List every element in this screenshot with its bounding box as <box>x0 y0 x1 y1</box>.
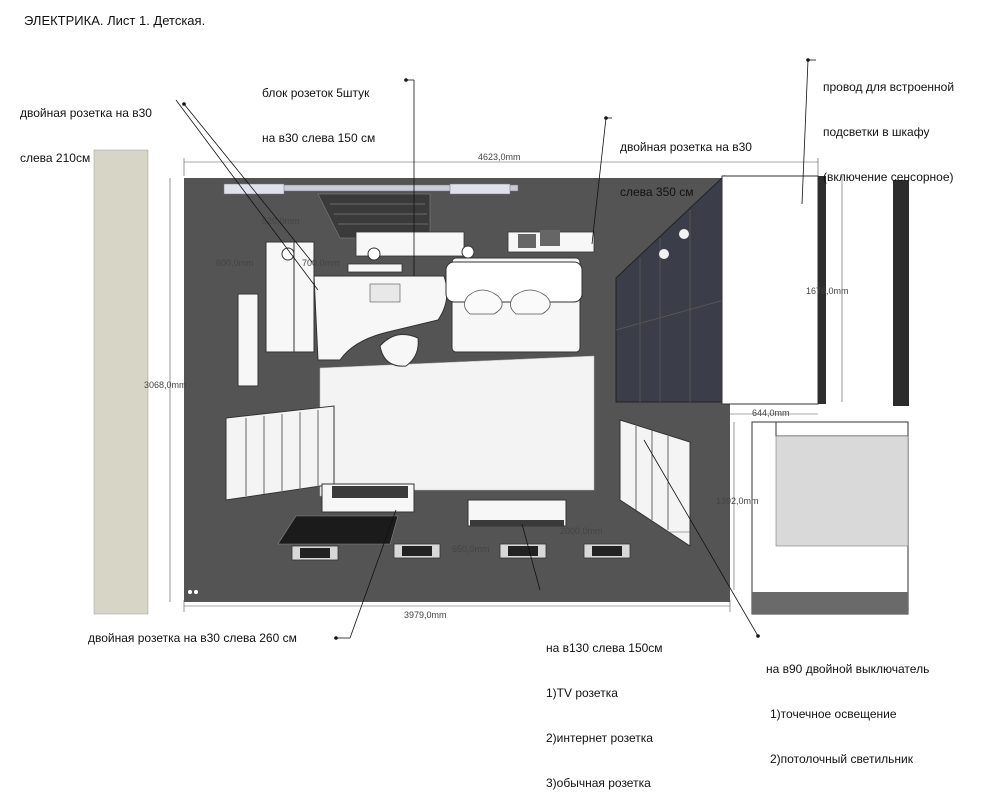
note-switch: на в90 двойной выключатель 1)точечное ос… <box>766 632 929 782</box>
dim-left: 3068,0mm <box>144 380 187 390</box>
note-line: на в130 слева 150см <box>546 641 663 655</box>
note-line: провод для встроенной <box>823 80 955 94</box>
note-line: подсветки в шкафу <box>823 125 930 139</box>
note-line: на в30 слева 150 см <box>262 131 376 145</box>
note-line: блок розеток 5штук <box>262 86 370 100</box>
note-line: 2)интернет розетка <box>546 731 653 745</box>
dim-tv-offset: 650,0mm <box>452 544 490 554</box>
note-line: 1)TV розетка <box>546 686 618 700</box>
right-wall-piece <box>893 180 909 406</box>
dim-shelf-a: 520,0mm <box>262 216 300 226</box>
chair <box>379 333 419 367</box>
note-tv-block: на в130 слева 150см 1)TV розетка 2)интер… <box>546 611 663 806</box>
note-line: 1)точечное освещение <box>770 707 897 721</box>
note-line: слева 210см <box>20 151 91 165</box>
note-line: 2)потолочный светильник <box>770 752 913 766</box>
note-line: слева 350 см <box>620 185 694 199</box>
note-line: 3)обычная розетка <box>546 776 651 790</box>
note-socket-block: блок розеток 5штук на в30 слева 150 см <box>262 56 375 161</box>
note-line: двойная розетка на в30 <box>620 140 752 154</box>
sheet-title: ЭЛЕКТРИКА. Лист 1. Детская. <box>24 13 206 28</box>
right-radiator <box>619 419 691 547</box>
dim-tv-width: 2000,0mm <box>560 526 603 536</box>
note-double-socket-210: двойная розетка на в30 слева 210см <box>20 76 152 181</box>
dim-bottom: 3979,0mm <box>404 610 447 620</box>
dim-right-low: 1392,0mm <box>716 496 759 506</box>
dim-desk: 700,0mm <box>302 258 340 268</box>
left-shelf <box>265 241 315 353</box>
wardrobe <box>721 175 819 405</box>
note-line: на в90 двойной выключатель <box>766 662 930 676</box>
floor-plan: 4623,0mm 3068,0mm 3979,0mm 1676,0mm 644,… <box>93 58 909 640</box>
dim-wardrobe-depth: 644,0mm <box>752 408 790 418</box>
rug <box>277 515 399 545</box>
dim-wardrobe-height: 1676,0mm <box>806 286 849 296</box>
note-line: (включение сенсорное) <box>823 170 954 184</box>
note-double-socket-350: двойная розетка на в30 слева 350 см <box>620 110 752 215</box>
note-line: двойная розетка на в30 <box>20 106 152 120</box>
dim-top: 4623,0mm <box>478 152 521 162</box>
carpet <box>319 355 595 497</box>
dim-shelf-b: 600,0mm <box>216 258 254 268</box>
note-wardrobe-wire: провод для встроенной подсветки в шкафу … <box>823 50 954 200</box>
left-wall <box>93 149 149 615</box>
note-double-socket-260: двойная розетка на в30 слева 260 см <box>88 631 297 645</box>
